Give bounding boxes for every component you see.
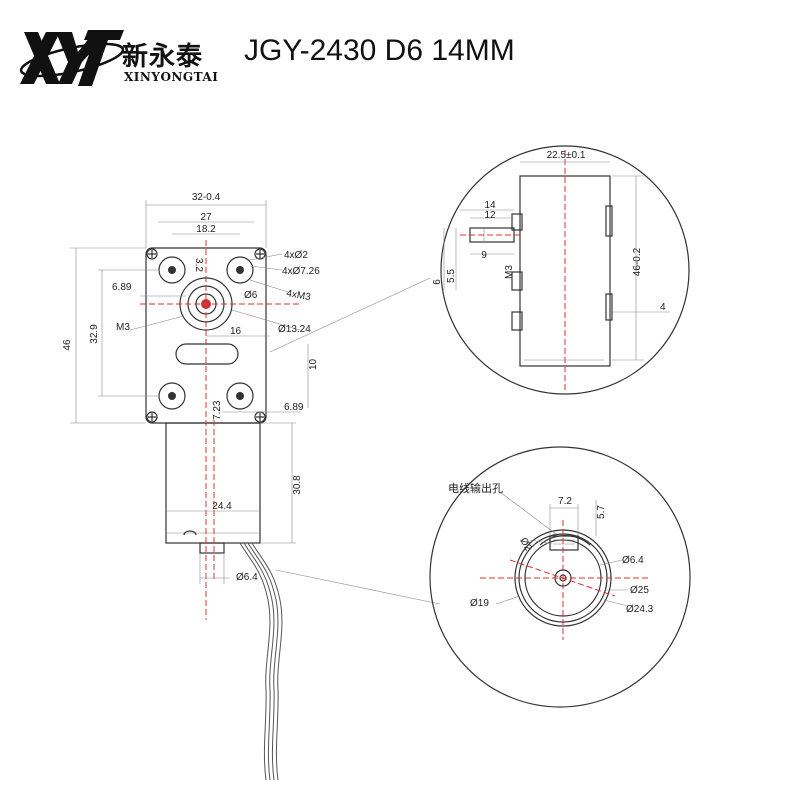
- dim-hole-vertical-spacing: 32.9: [89, 324, 100, 344]
- dim-offset-left: 6.89: [112, 282, 132, 293]
- bottom-detail-view: [429, 446, 691, 708]
- leader-line-bottom-detail: [275, 569, 441, 605]
- dim-side-12: 12: [484, 210, 496, 221]
- gearbox-front-view: [140, 240, 300, 781]
- corner-screw: [146, 411, 158, 423]
- dim-height-overall: 46: [62, 339, 73, 351]
- dim-bottom-7-2: 7.2: [558, 496, 572, 507]
- dim-motor-length: 30.8: [292, 475, 303, 495]
- dim-small: 3.2: [193, 258, 204, 272]
- dim-bottom-d19: Ø19: [470, 598, 489, 609]
- wire-outlet: [549, 535, 579, 551]
- label-holes-large: 4xØ7.26: [282, 266, 320, 277]
- dim-center-vertical: 7.23: [212, 400, 223, 420]
- mounting-hole: [158, 382, 186, 410]
- motor-body: [165, 422, 261, 554]
- dim-side-6: 6: [432, 279, 443, 285]
- dim-side-5-5: 5.5: [446, 269, 457, 283]
- dim-motor-shaft: Ø6.4: [236, 572, 258, 583]
- dim-inner-spacing: 18.2: [196, 224, 216, 235]
- leader-line-side-detail: [269, 277, 431, 353]
- dim-side-14: 14: [484, 200, 496, 211]
- label-wire-outlet: 电线输出孔: [448, 481, 503, 495]
- dim-slot-gap: 10: [308, 358, 319, 370]
- dim-bottom-5-7: 5.7: [596, 505, 607, 519]
- header: 新永泰 XINYONGTAI JGY-2430 D6 14MM: [0, 0, 800, 110]
- dim-bottom-d25: Ø25: [630, 585, 649, 596]
- corner-screw: [146, 248, 158, 260]
- corner-screw: [254, 248, 266, 260]
- corner-screw: [254, 411, 266, 423]
- side-detail-view: [440, 145, 690, 395]
- label-shaft-diameter: Ø6: [244, 290, 258, 301]
- label-boss-diameter: Ø13.24: [278, 324, 311, 335]
- dim-bottom-d6-4: Ø6.4: [622, 555, 644, 566]
- thread-label-side: M3: [504, 265, 515, 279]
- brand-chinese-name: 新永泰: [122, 42, 204, 72]
- motor-wires: [239, 542, 283, 781]
- front-view-dimensions: [70, 200, 309, 584]
- oval-slot: [175, 343, 239, 365]
- label-holes-thread: 4xM3: [285, 288, 311, 303]
- brand-english-name: XINYONGTAI: [124, 70, 219, 84]
- dim-side-width: 22.5±0.1: [547, 150, 586, 161]
- dim-hole-spacing: 27: [200, 212, 212, 223]
- dim-bottom-d24-3: Ø24.3: [626, 604, 654, 615]
- dim-side-height: 46-0.2: [632, 247, 643, 276]
- dim-offset-16: 16: [230, 326, 242, 337]
- dim-motor-diameter: 24.4: [212, 501, 232, 512]
- mounting-hole: [158, 256, 186, 284]
- dim-width-overall: 32-0.4: [192, 192, 221, 203]
- dim-bottom-d2: Ø2: [517, 536, 533, 553]
- xyt-logo-icon: [19, 30, 125, 86]
- dim-side-4: 4: [660, 302, 666, 313]
- dim-offset-bottom: 6.89: [284, 402, 304, 413]
- thread-label-left: M3: [116, 322, 130, 333]
- page-title: JGY-2430 D6 14MM: [244, 34, 515, 67]
- dim-side-9: 9: [481, 250, 487, 261]
- label-holes-small: 4xØ2: [284, 250, 308, 261]
- mounting-hole: [226, 256, 254, 284]
- mounting-hole: [226, 382, 254, 410]
